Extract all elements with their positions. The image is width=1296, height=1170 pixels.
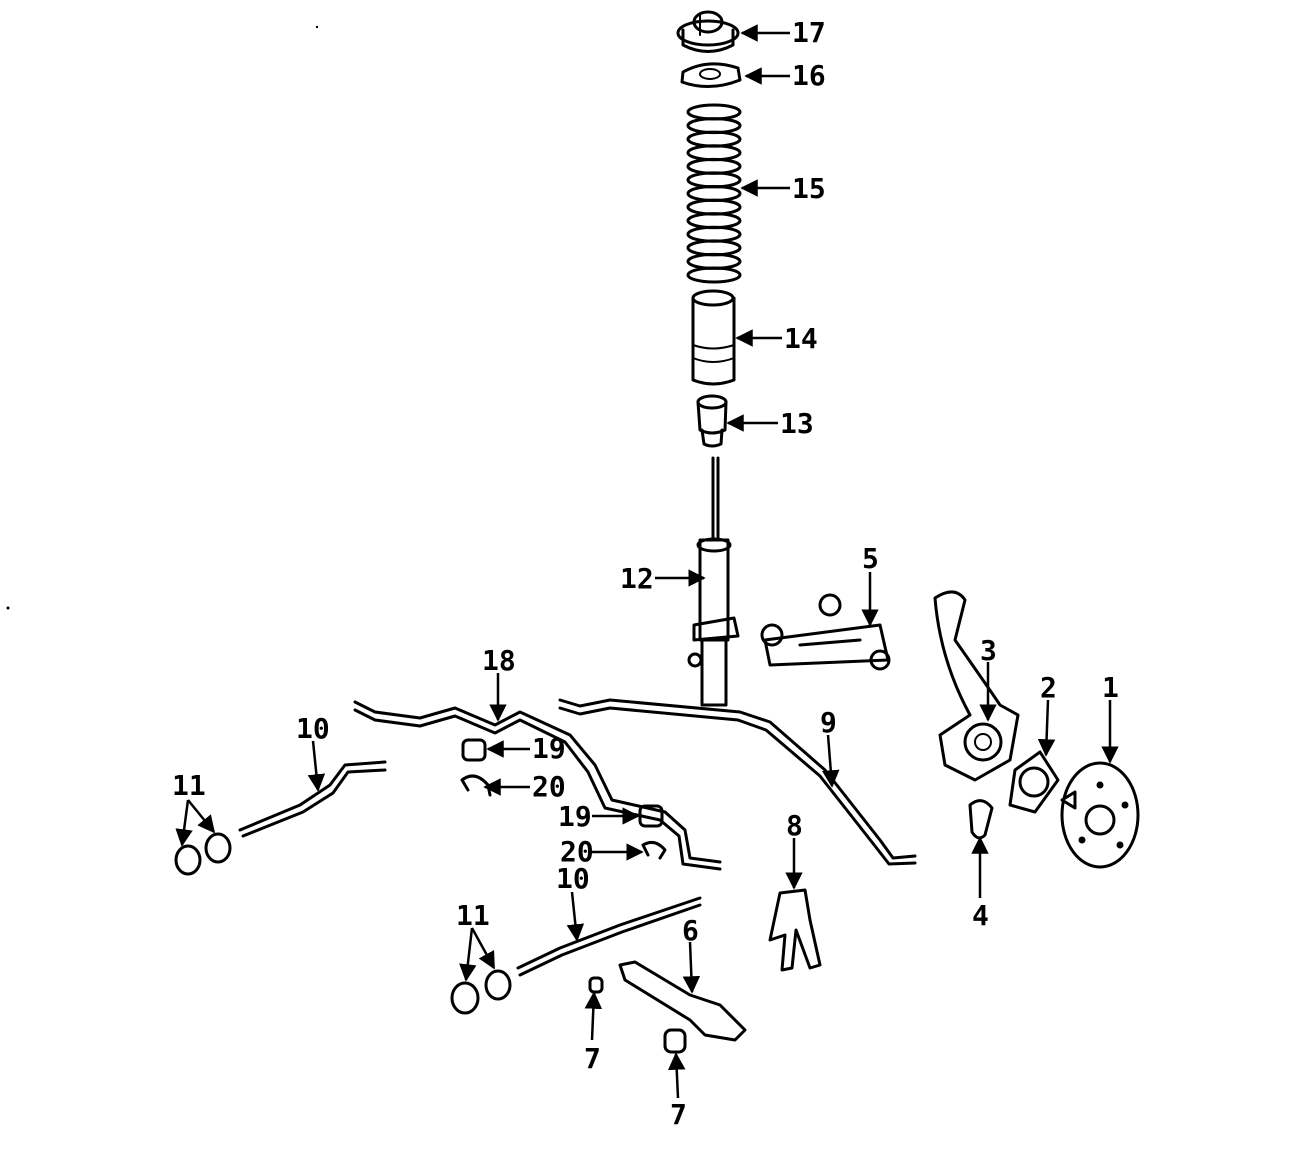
callout-11-upper: 11	[172, 769, 206, 802]
callout-15: 15	[792, 172, 826, 205]
arm-bushing-lower-part	[663, 1028, 687, 1054]
callout-5: 5	[862, 542, 879, 575]
arm-bushing-upper-part	[588, 976, 604, 994]
speck	[6, 606, 10, 610]
callout-18: 18	[482, 644, 516, 677]
callout-20-lower: 20	[560, 835, 594, 868]
ball-joint-part	[968, 799, 994, 840]
steering-knuckle-part	[933, 590, 1020, 782]
callout-4: 4	[972, 899, 989, 932]
callout-17: 17	[792, 16, 826, 49]
wheel-hub-part	[1060, 761, 1140, 869]
spring-coil	[686, 103, 742, 121]
front-stabilizer-bar-part	[353, 700, 722, 871]
spring-coil	[686, 144, 742, 162]
callout-12: 12	[620, 562, 654, 595]
callout-9: 9	[820, 706, 837, 739]
callout-labels: 17 16 15 14 13 12 5 3 2 1 4 9 18 19 20 1…	[172, 16, 1119, 1131]
link-bushings-upper-part	[174, 832, 232, 876]
spring-coil	[686, 185, 742, 202]
strut-mount-part	[676, 10, 740, 53]
link-bushings-lower-part	[450, 969, 512, 1015]
callout-14: 14	[784, 322, 818, 355]
stabilizer-bracket-lower-part	[641, 840, 667, 860]
spring-coil	[686, 130, 742, 148]
stabilizer-link-lower-part	[516, 896, 702, 977]
damper-fork-part	[768, 888, 822, 972]
spring-coil	[686, 266, 742, 284]
callout-3: 3	[980, 634, 997, 667]
dust-boot-part	[691, 289, 736, 386]
strut-part	[687, 456, 740, 707]
spring-coil	[686, 239, 742, 257]
bump-stop-part	[696, 394, 728, 448]
spring-seat-part	[680, 62, 742, 88]
spring-coil	[686, 171, 742, 189]
spring-coil	[686, 212, 742, 230]
stabilizer-bushing-upper-part	[461, 738, 487, 762]
stabilizer-bracket-upper-part	[460, 774, 492, 797]
spring-coil	[686, 252, 742, 270]
callout-10-lower: 10	[556, 862, 590, 895]
hub-bearing-part	[1008, 750, 1060, 814]
callout-6: 6	[682, 914, 699, 947]
spring-coil	[686, 225, 742, 243]
rear-stabilizer-bar-part	[558, 698, 917, 866]
callout-7-upper: 7	[584, 1042, 601, 1075]
stabilizer-bushing-lower-part	[638, 804, 664, 828]
callout-16: 16	[792, 59, 826, 92]
speck	[315, 25, 319, 29]
callout-7-lower: 7	[670, 1098, 687, 1131]
lower-control-arm-part	[618, 960, 747, 1042]
leader-lines	[175, 24, 1119, 1099]
callout-13: 13	[780, 407, 814, 440]
callout-10-upper: 10	[296, 712, 330, 745]
callout-11-lower: 11	[456, 899, 490, 932]
callout-19-lower: 19	[558, 800, 592, 833]
callout-8: 8	[786, 809, 803, 842]
callout-19-upper: 19	[532, 732, 566, 765]
callout-20-upper: 20	[532, 770, 566, 803]
coil-spring-part	[686, 103, 742, 284]
spring-coil	[686, 157, 742, 175]
upper-control-arm-part	[760, 593, 891, 671]
spring-coil	[686, 117, 742, 135]
spring-coil	[686, 198, 742, 216]
stabilizer-link-upper-part	[238, 760, 387, 838]
callout-1: 1	[1102, 671, 1119, 704]
callout-2: 2	[1040, 671, 1057, 704]
